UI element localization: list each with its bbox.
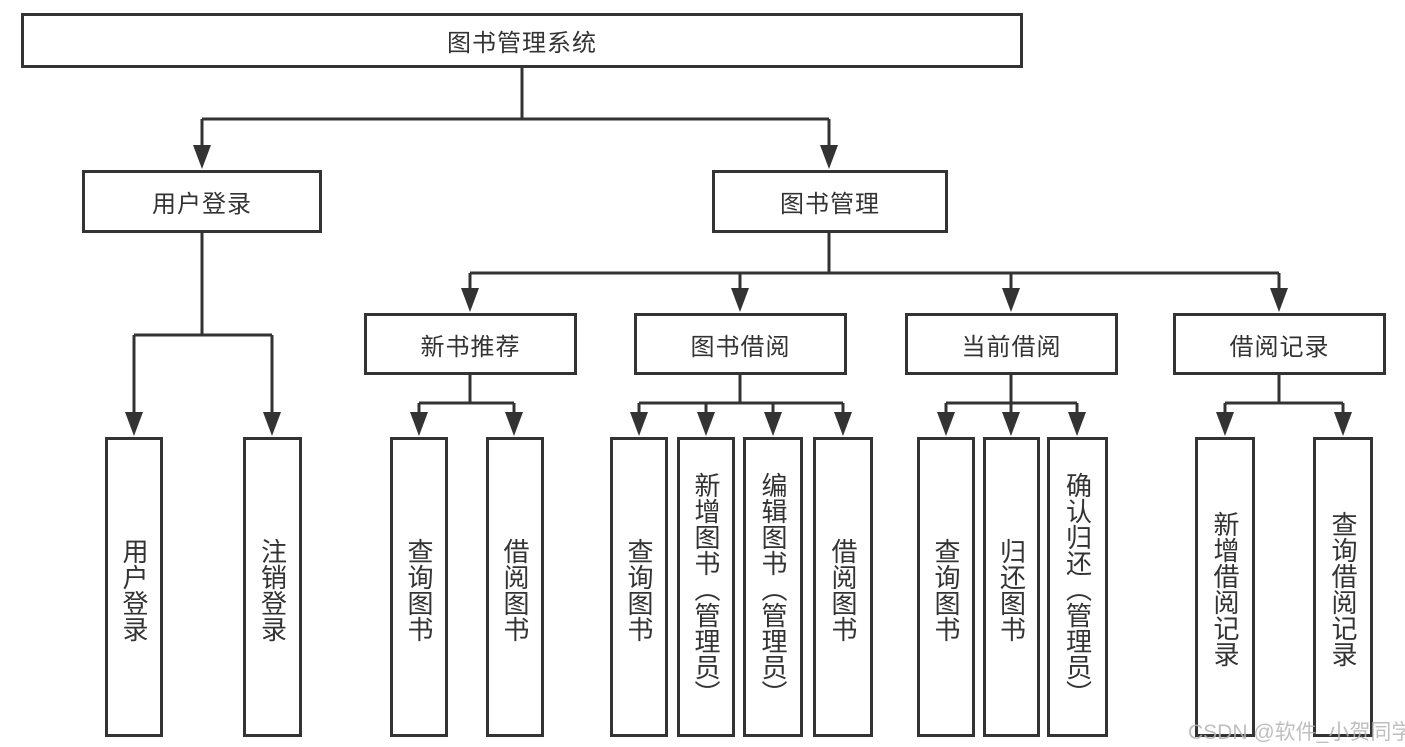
node-label: 查询图书 — [624, 538, 654, 642]
arrowheads — [125, 145, 1352, 436]
node-label: 归还图书 — [996, 538, 1027, 642]
node-label: 借阅图书 — [500, 538, 530, 642]
node-book-borrow: 图书借阅 — [634, 313, 847, 375]
node-borrow-edit-books-admin: 编辑图书（管理员） — [743, 437, 803, 737]
node-borrow-add-books-admin: 新增图书（管理员） — [677, 437, 735, 737]
node-label: 查询借阅记录 — [1328, 511, 1358, 667]
watermark: CSDN @软件_小贺同学 — [1188, 721, 1405, 744]
node-borrow-records: 借阅记录 — [1173, 313, 1386, 375]
node-user-login: 用户登录 — [82, 170, 322, 233]
node-records-query-record: 查询借阅记录 — [1313, 437, 1373, 737]
node-root: 图书管理系统 — [21, 13, 1023, 68]
node-recommend-borrow-books: 借阅图书 — [486, 437, 544, 737]
node-label: 确认归还（管理员） — [1062, 471, 1093, 706]
node-label: 查询图书 — [404, 538, 434, 642]
node-book-management: 图书管理 — [712, 170, 948, 233]
node-label: 查询图书 — [931, 538, 961, 642]
node-leaf-user-login: 用户登录 — [105, 437, 163, 737]
node-leaf-logout: 注销登录 — [243, 437, 302, 737]
node-label: 用户登录 — [119, 538, 149, 642]
node-current-return-books: 归还图书 — [983, 437, 1040, 737]
node-current-borrow: 当前借阅 — [905, 313, 1118, 375]
node-label: 借阅图书 — [828, 538, 858, 642]
node-label: 新增图书（管理员） — [691, 471, 721, 706]
node-new-book-recommend: 新书推荐 — [364, 313, 577, 375]
node-label: 注销登录 — [257, 538, 288, 642]
node-current-confirm-return-admin: 确认归还（管理员） — [1047, 437, 1108, 737]
node-records-add-record: 新增借阅记录 — [1195, 437, 1255, 737]
node-current-query-books: 查询图书 — [917, 437, 975, 737]
node-borrow-borrow-books: 借阅图书 — [813, 437, 873, 737]
node-recommend-query-books: 查询图书 — [390, 437, 448, 737]
node-label: 编辑图书（管理员） — [758, 471, 788, 706]
node-borrow-query-books: 查询图书 — [610, 437, 668, 737]
node-label: 新增借阅记录 — [1210, 511, 1240, 667]
